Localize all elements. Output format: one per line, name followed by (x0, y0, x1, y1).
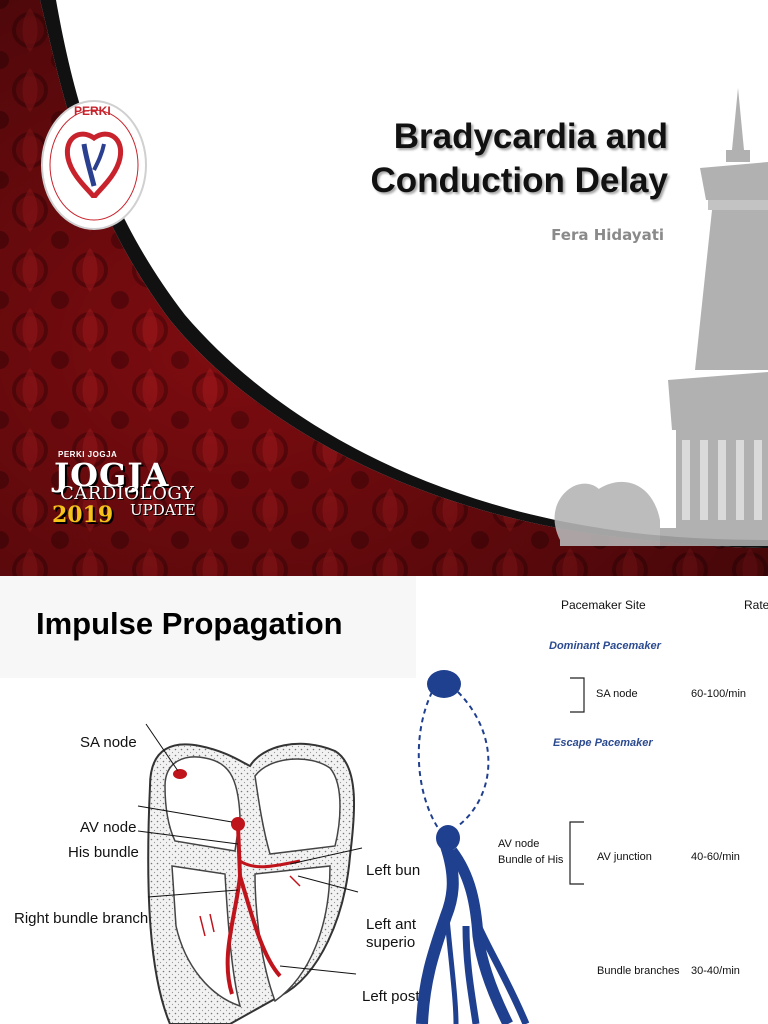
event-logo-update: UPDATE (130, 501, 196, 519)
heart-conduction-diagram (137, 723, 363, 1024)
label-sa-node: SA node (80, 734, 137, 751)
label-left-posterior: Left post (362, 988, 420, 1005)
escape-pacemaker-label: Escape Pacemaker (553, 737, 653, 749)
row-site-bundle-branches: Bundle branches (597, 965, 680, 977)
event-logo-jogja: JOGJA (54, 456, 170, 494)
row-rate-av-junction: 40-60/min (691, 851, 740, 863)
title-slide-background (0, 0, 768, 576)
title-box (0, 576, 416, 678)
title-slide: PERKI Bradycardia and Conduction Delay F… (0, 0, 768, 576)
perki-logo-acronym: PERKI (74, 104, 111, 118)
av-node-side-label: AV node (498, 838, 540, 850)
dominant-pacemaker-label: Dominant Pacemaker (549, 640, 661, 652)
label-av-node: AV node (80, 819, 137, 836)
event-logo-cardiology: CARDIOLOGY (60, 483, 195, 504)
event-logo-year: 2019 (52, 502, 114, 528)
label-right-bundle-branch: Right bundle branch (14, 910, 149, 927)
jogja-cardiology-update-logo: PERKI JOGJA JOGJA CARDIOLOGY 2019 UPDATE (46, 450, 196, 534)
table-header-rate: Rate (744, 598, 768, 612)
label-his-bundle: His bundle (68, 844, 139, 861)
label-superior: superio (366, 934, 416, 951)
row-site-av-junction: AV junction (597, 851, 652, 863)
label-left-bundle: Left bun (366, 862, 421, 879)
av-node-marker (231, 817, 245, 831)
slide2-title: Impulse Propagation (36, 606, 343, 641)
sa-node-marker (173, 769, 187, 779)
slide-title-line2: Conduction Delay (370, 161, 668, 200)
row-rate-sa-node: 60-100/min (691, 688, 747, 700)
event-logo-small: PERKI JOGJA (58, 450, 118, 459)
bundle-of-his-side-label: Bundle of His (498, 854, 564, 866)
label-left-anterior: Left ant (366, 916, 417, 933)
presenter-name: Fera Hidayati (551, 226, 664, 244)
table-header-site: Pacemaker Site (561, 598, 646, 612)
slide-title: Bradycardia and Conduction Delay (300, 115, 668, 203)
pacemaker-conduction-figure (416, 670, 585, 1024)
impulse-propagation-slide: Impulse Propagation SA nod (0, 576, 768, 1024)
slide-title-line1: Bradycardia and (393, 117, 668, 156)
tugu-tower-illustration (554, 88, 768, 546)
row-rate-bundle-branches: 30-40/min (691, 965, 740, 977)
perki-logo (41, 100, 147, 230)
row-site-sa-node: SA node (596, 688, 638, 700)
